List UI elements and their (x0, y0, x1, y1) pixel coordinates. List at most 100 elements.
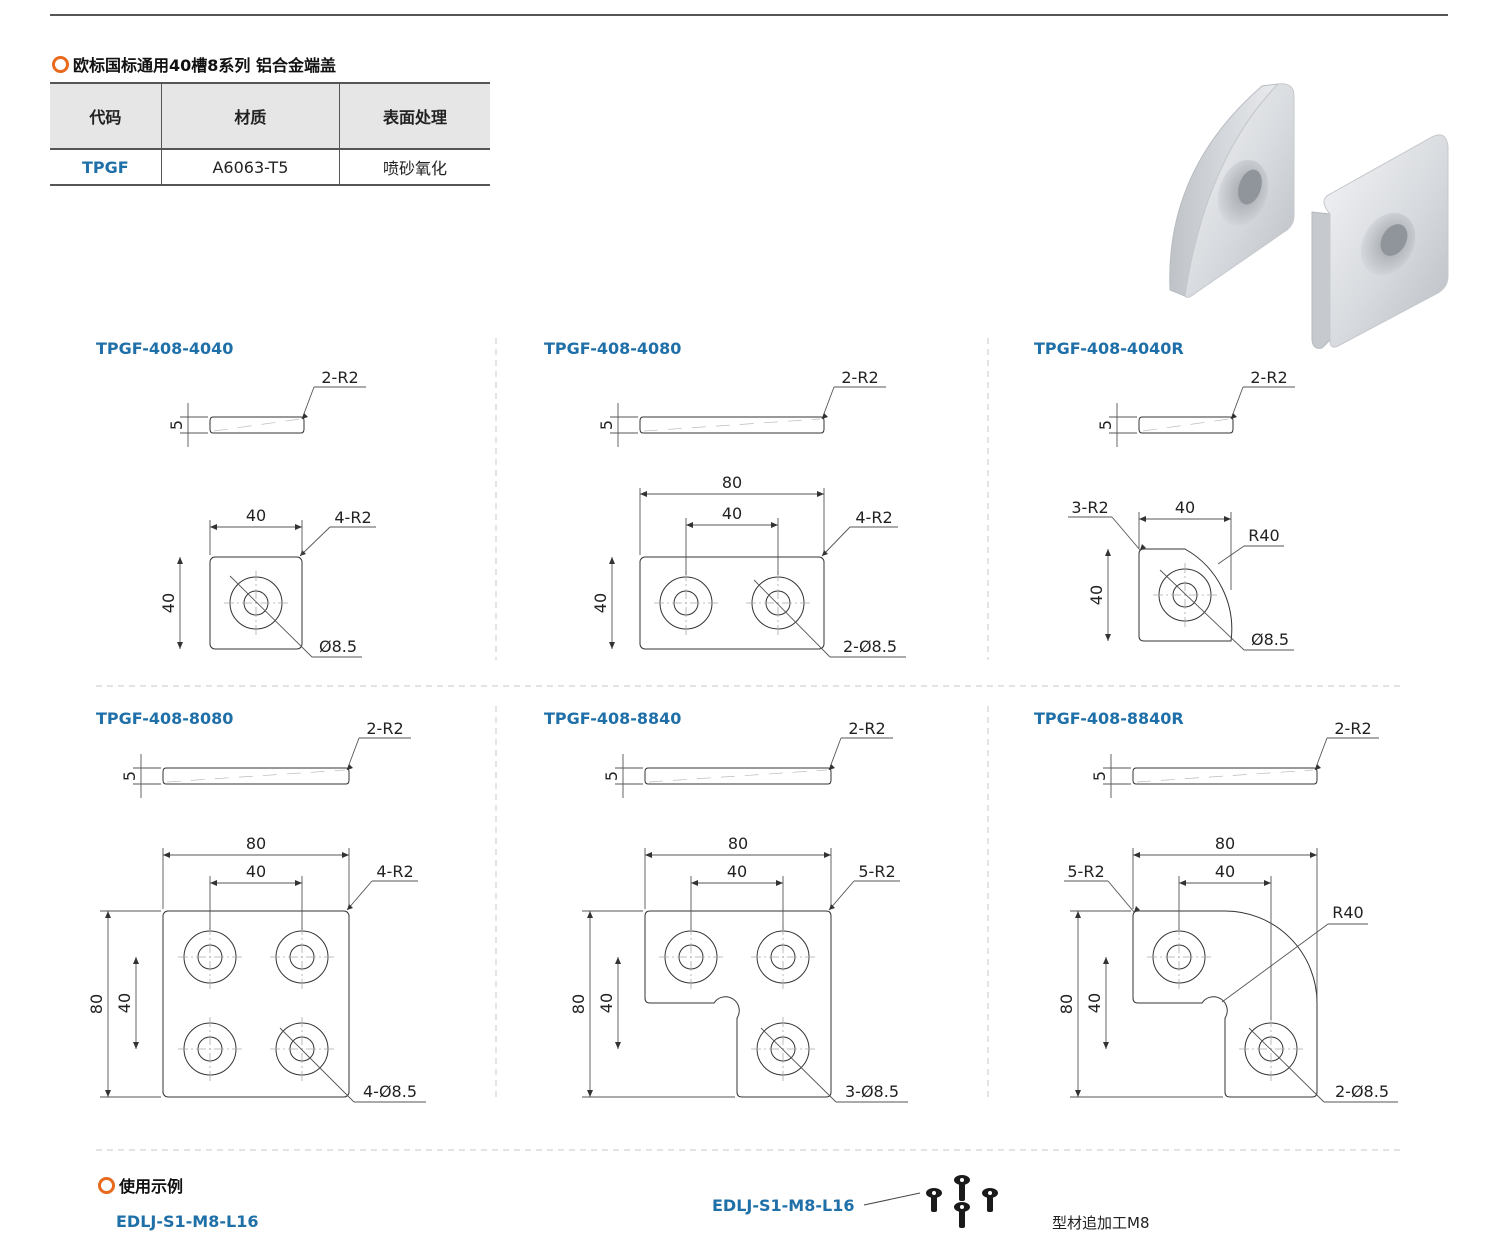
part-4040r-hole-text: Ø8.5 (1251, 630, 1289, 649)
part-4040-edge-radius-arrow (302, 413, 308, 419)
part-4040-edge-radius-text: 2-R2 (321, 368, 358, 387)
part-8840-side-hatch (648, 769, 828, 783)
table-header-finish: 表面处理 (339, 82, 490, 150)
part-4040-hole-leader (229, 575, 313, 658)
part-4040-corner-radius-line (299, 526, 331, 557)
part-4080-side-view (639, 416, 825, 434)
part-8840-edge-radius-text: 2-R2 (848, 719, 885, 738)
part-8840r-corner-radius-text: 5-R2 (1067, 862, 1104, 881)
part-4080-side-hatch (643, 418, 821, 432)
part-4080-width-inner-text: 40 (722, 504, 742, 523)
part-4040-plate (209, 556, 303, 650)
part-4080-edge-radius-arrow (822, 413, 828, 419)
bolt-icon-group (863, 1175, 998, 1228)
part-drawing-shapes: 52-R240404-R2Ø8.552-R28040404-R22-Ø8.552… (87, 368, 1398, 1103)
part-8840r-hole-text: 2-Ø8.5 (1335, 1082, 1389, 1101)
end-cap-square-render (1311, 134, 1449, 349)
section-title-text: 欧标国标通用40槽8系列 铝合金端盖 (73, 56, 336, 75)
grid-separators (96, 338, 1404, 1151)
part-8080-thickness-text: 5 (120, 771, 139, 781)
usage-title-text: 使用示例 (119, 1177, 184, 1196)
part-4080-width-outer-text: 80 (722, 473, 742, 492)
part-8080-edge-radius-text: 2-R2 (366, 719, 403, 738)
part-4080-edge-radius-text: 2-R2 (841, 368, 878, 387)
part-8840-edge-radius-arrow (829, 764, 835, 770)
part-8840r-hole-leader (1248, 1027, 1325, 1103)
usage-note: 型材追加工M8 (1052, 1214, 1150, 1232)
part-4040r-thickness-text: 5 (1096, 420, 1115, 430)
part-4040r-height-text: 40 (1087, 585, 1106, 605)
part-8840r-side-view (1132, 767, 1318, 785)
part-8080-plate (162, 910, 350, 1098)
part-8840-side-view (644, 767, 832, 785)
part-8840-height-inner-text: 40 (597, 993, 616, 1013)
part-4040-side-hatch (213, 418, 301, 432)
part-4040r-plate (1138, 548, 1233, 642)
part-4040r-hole-leader (1159, 569, 1245, 651)
part-4080-thickness-text: 5 (597, 420, 616, 430)
part-4040r-side-hatch (1142, 418, 1230, 432)
part-label-8840r: TPGF-408-8840R (1034, 709, 1184, 728)
part-4040r-width-text: 40 (1175, 498, 1195, 517)
part-8080-side-view (162, 767, 350, 785)
part-4040r-corner-radius-text: 3-R2 (1071, 498, 1108, 517)
part-8840r-plate (1132, 910, 1318, 1098)
part-label-4040: TPGF-408-4040 (96, 339, 234, 358)
part-8840-hole-leader (760, 1027, 837, 1103)
part-8080-height-inner-text: 40 (115, 993, 134, 1013)
part-8840r-arc-text: R40 (1332, 903, 1363, 922)
table-cell-material: A6063-T5 (160, 149, 340, 186)
part-8840-corner-radius-text: 5-R2 (858, 862, 895, 881)
part-8840-corner-radius-arrow (829, 904, 835, 910)
part-4040r-arc-leader (1217, 545, 1245, 565)
part-8840-width-inner-text: 40 (727, 862, 747, 881)
part-8080-corner-radius-line (346, 880, 373, 911)
part-8840r-arc-leader (1221, 923, 1329, 1003)
part-8840r-width-inner-text: 40 (1215, 862, 1235, 881)
part-8840-width-outer-text: 80 (728, 834, 748, 853)
part-4040-thickness-text: 5 (167, 420, 186, 430)
part-8840r-thickness-text: 5 (1090, 771, 1109, 781)
section-title: 欧标国标通用40槽8系列 铝合金端盖 (52, 52, 336, 76)
part-4040r-side-view (1138, 416, 1234, 434)
table-cell-finish: 喷砂氧化 (339, 149, 490, 186)
part-4040-width-text: 40 (246, 506, 266, 525)
part-8840-corner-radius-line (828, 880, 855, 911)
table-header-material: 材质 (160, 82, 340, 150)
part-8840r-width-outer-text: 80 (1215, 834, 1235, 853)
usage-label-center: EDLJ-S1-M8-L16 (712, 1196, 855, 1215)
part-4040-side-view (209, 416, 305, 434)
part-8080-width-outer-text: 80 (246, 834, 266, 853)
part-4080-corner-radius-text: 4-R2 (855, 508, 892, 527)
part-4040r-arc-text: R40 (1248, 526, 1279, 545)
part-8840-plate (644, 910, 832, 1098)
usage-label-left: EDLJ-S1-M8-L16 (116, 1212, 259, 1231)
usage-title: 使用示例 (98, 1173, 183, 1197)
part-4080-plate (639, 556, 825, 650)
part-8080-hole-leader (279, 1027, 355, 1103)
part-8080-width-inner-text: 40 (246, 862, 266, 881)
part-label-4080: TPGF-408-4080 (544, 339, 682, 358)
part-4080-height-text: 40 (591, 593, 610, 613)
circle-bullet-icon (98, 1176, 115, 1194)
part-8840-thickness-text: 5 (602, 771, 621, 781)
table-header-code: 代码 (50, 82, 162, 150)
part-8080-height-outer-text: 80 (87, 994, 106, 1014)
part-8840r-edge-radius-text: 2-R2 (1334, 719, 1371, 738)
circle-bullet-icon (52, 55, 69, 73)
part-8840r-height-outer-text: 80 (1057, 994, 1076, 1014)
part-8840-height-outer-text: 80 (569, 994, 588, 1014)
part-4040r-corner-radius-line (1111, 516, 1141, 551)
part-4040r-corner-radius-arrow (1140, 544, 1146, 550)
part-4080-hole-text: 2-Ø8.5 (843, 637, 897, 656)
part-8080-corner-radius-arrow (347, 904, 353, 910)
part-4040r-edge-radius-arrow (1231, 413, 1237, 419)
part-8080-side-hatch (166, 769, 346, 783)
part-8840r-corner-radius-arrow (1134, 906, 1140, 912)
part-8080-edge-radius-arrow (347, 764, 353, 770)
spec-table: 代码 材质 表面处理 TPGF A6063-T5 喷砂氧化 (50, 82, 490, 186)
table-row: TPGF A6063-T5 喷砂氧化 (50, 149, 490, 186)
part-4080-hole-leader (753, 579, 831, 658)
table-header-row: 代码 材质 表面处理 (50, 82, 490, 150)
